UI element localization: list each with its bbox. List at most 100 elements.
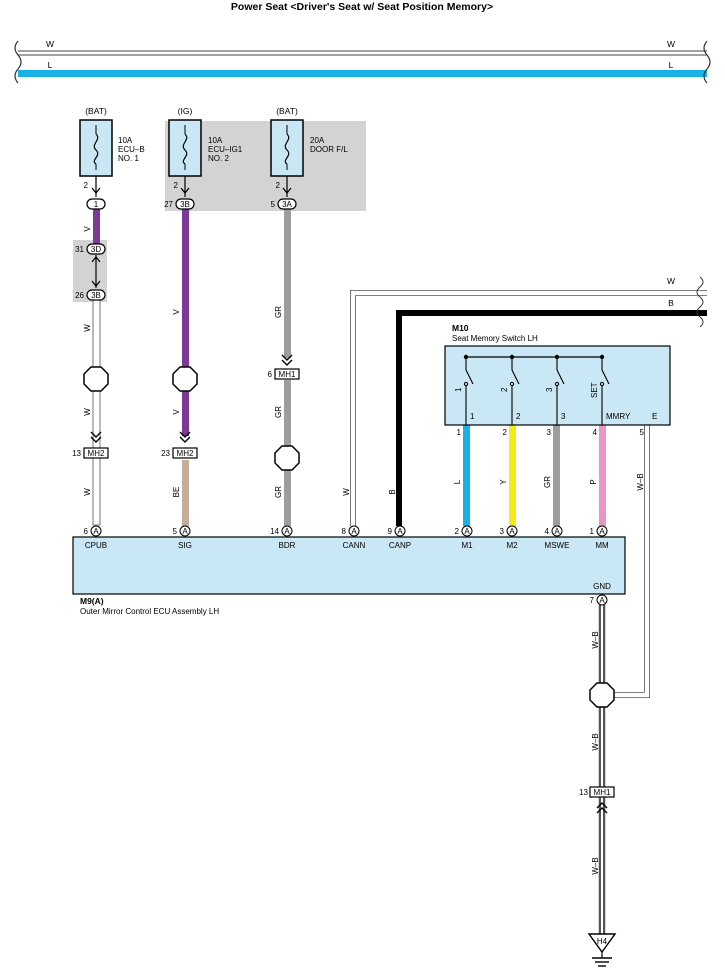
svg-text:6: 6 (84, 527, 89, 536)
fuse-name: NO. 2 (208, 154, 229, 163)
wire-label: GR (274, 486, 283, 498)
bus-label: L (48, 60, 53, 70)
splice-point (172, 366, 198, 392)
svg-text:MSWE: MSWE (545, 541, 570, 550)
wire-label: B (388, 489, 397, 494)
switch-code: M10 (452, 323, 469, 333)
wire-label: V (83, 226, 92, 232)
svg-text:1: 1 (590, 527, 595, 536)
connector-label: 1 (94, 200, 99, 209)
wire-label: GR (274, 306, 283, 318)
connector-pin: 13 (579, 788, 588, 797)
bus-wire-l (18, 70, 707, 77)
wire-label-b: B (668, 298, 674, 308)
connector-label: 3B (91, 291, 101, 300)
ecu-terminal: 2 A M1 (455, 525, 473, 550)
fuse-rating: 10A (118, 136, 133, 145)
connector-label: 3B (180, 200, 190, 209)
connector-label: MH1 (594, 788, 611, 797)
svg-text:5: 5 (173, 527, 178, 536)
fuse-door-fl: (BAT) 20A DOOR F/L 2 5 3A (270, 106, 348, 210)
svg-text:CANP: CANP (389, 541, 411, 550)
bus-label: L (669, 60, 674, 70)
wire-label: GR (543, 476, 552, 488)
fuse-name: NO. 1 (118, 154, 139, 163)
wire-label: W (342, 488, 351, 496)
switch-terminal: 3 (561, 412, 566, 421)
svg-text:4: 4 (545, 527, 550, 536)
switch-terminal: MMRY (606, 412, 631, 421)
fuse-pin: 2 (84, 181, 89, 190)
svg-text:SIG: SIG (178, 541, 192, 550)
ecu-terminal: 6 A CPUB (84, 525, 107, 550)
connector-pin: 6 (268, 370, 273, 379)
inline-connector-mh1: 6 MH1 (268, 354, 300, 380)
top-bus: W W L L (14, 39, 711, 84)
splice-point (83, 366, 109, 392)
switch-label: 3 (545, 387, 554, 392)
connector-label: MH1 (279, 370, 296, 379)
wire-label: Y (499, 479, 508, 485)
ecu-terminal: 3 A M2 (500, 525, 518, 550)
svg-text:CANN: CANN (343, 541, 366, 550)
diagram-title: Power Seat <Driver's Seat w/ Seat Positi… (231, 1, 493, 13)
wire-labels: V W W W V V BE GR GR GR W B L Y GR P W–B… (83, 226, 645, 875)
connector-pin: 31 (75, 245, 84, 254)
svg-text:8: 8 (342, 527, 347, 536)
inline-connector-mh2: 13 MH2 (72, 431, 109, 459)
fuse-name: DOOR F/L (310, 145, 348, 154)
svg-text:A: A (554, 527, 560, 536)
wire-label: W (83, 408, 92, 416)
ecu-terminal: 5 A SIG (173, 525, 192, 550)
connector-pin: 13 (72, 449, 81, 458)
svg-text:14: 14 (270, 527, 279, 536)
wire-label: L (453, 479, 462, 484)
ground-label: H4 (597, 937, 608, 946)
fuse-rating: 10A (208, 136, 223, 145)
svg-text:A: A (284, 527, 290, 536)
switch-terminal: 2 (516, 412, 521, 421)
svg-text:M1: M1 (461, 541, 473, 550)
switch-label: 2 (500, 387, 509, 392)
switch-terminal: 1 (470, 412, 475, 421)
connector-pin: 5 (271, 200, 276, 209)
wire-label: W (83, 488, 92, 496)
ecu-terminals: 6 A CPUB 5 A SIG 14 A BDR 8 A CANN (84, 525, 609, 550)
switch-pin: 4 (593, 428, 598, 437)
bus-label: W (46, 39, 54, 49)
seat-memory-switch: M10 Seat Memory Switch LH 1 2 3 SET 1 2 … (444, 323, 671, 437)
svg-text:3: 3 (500, 527, 505, 536)
switch-label: SET (590, 382, 599, 398)
splice-point (274, 445, 300, 471)
connector-pin: 27 (164, 200, 173, 209)
ecu-terminal: 14 A BDR (270, 525, 296, 550)
fuse-ecu-b: (BAT) 10A ECU–B NO. 1 2 1 (79, 106, 145, 210)
wire-label: GR (274, 406, 283, 418)
switch-pin: 2 (503, 428, 508, 437)
ecu-terminal: 1 A MM (590, 525, 609, 550)
inline-connector-mh1: 13 MH1 (579, 786, 615, 814)
svg-text:MM: MM (595, 541, 609, 550)
fuse-pin: 2 (276, 181, 281, 190)
fuse-name: ECU–B (118, 145, 145, 154)
svg-text:BDR: BDR (279, 541, 296, 550)
fuse-ecu-ig1: (IG) 10A ECU–IG1 NO. 2 2 27 3B (164, 106, 243, 210)
switch-terminal: E (652, 412, 657, 421)
connector-label: MH2 (88, 449, 105, 458)
wire-label: W–B (636, 473, 645, 490)
switch-pin: 5 (640, 428, 645, 437)
svg-text:A: A (182, 527, 188, 536)
wire-label: BE (172, 487, 181, 498)
svg-text:A: A (599, 527, 605, 536)
connector-label: 3D (91, 245, 101, 254)
svg-text:A: A (397, 527, 403, 536)
connector-circle (175, 198, 195, 210)
connector-circle (86, 198, 106, 210)
svg-text:A: A (93, 527, 99, 536)
switch-pin: 3 (547, 428, 552, 437)
ecu-terminal: 9 A CANP (388, 525, 411, 550)
ecu-gnd-label: GND (593, 582, 611, 591)
fuse-name: ECU–IG1 (208, 145, 243, 154)
switch-pin: 1 (457, 428, 462, 437)
